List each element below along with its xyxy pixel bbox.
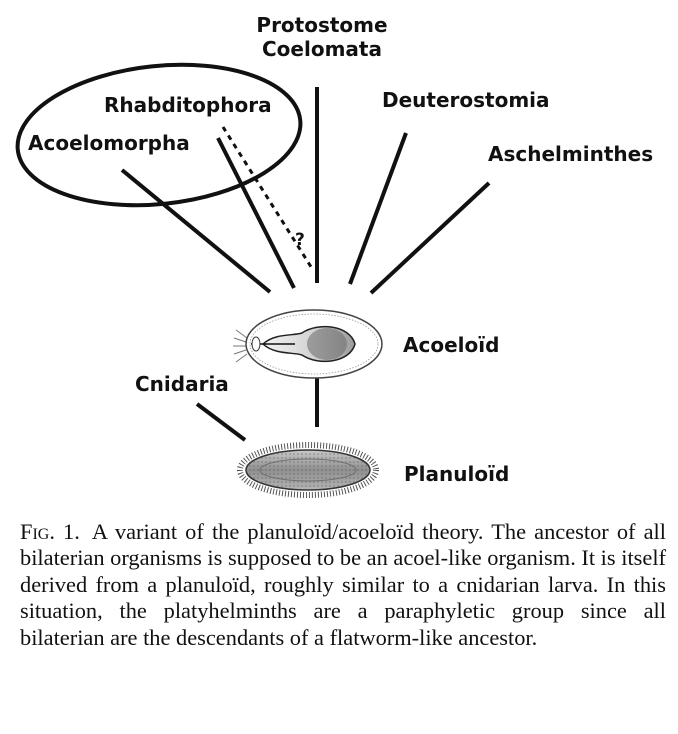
label-coelomata: Coelomata (262, 37, 382, 61)
label-acoelomorpha: Acoelomorpha (28, 131, 190, 155)
branch-acoelomorpha (120, 168, 272, 294)
branch-rhabditophora (216, 137, 296, 289)
phylogeny-figure: Protostome Coelomata Rhabditophora Acoel… (15, 13, 653, 498)
branch-aschelminthes (369, 181, 491, 295)
question-mark: ? (295, 230, 305, 250)
label-acoeloid: Acoeloïd (403, 333, 499, 357)
label-aschelminthes: Aschelminthes (488, 142, 653, 166)
label-rhabditophora: Rhabditophora (104, 93, 272, 117)
label-protostome: Protostome (256, 13, 387, 37)
caption-text: A variant of the planuloïd/acoeloïd theo… (20, 519, 666, 650)
label-cnidaria: Cnidaria (135, 372, 229, 396)
figure-caption: Fig. 1.A variant of the planuloïd/acoelo… (20, 519, 666, 651)
acoeloid-organism-illustration (233, 309, 383, 379)
caption-figure-label: Fig. 1. (20, 519, 80, 544)
platyhelminth-group-ellipse (15, 62, 303, 208)
branch-cnidaria (195, 402, 247, 442)
label-planuloid: Planuloïd (404, 462, 509, 486)
label-deuterostomia: Deuterostomia (382, 88, 550, 112)
branch-deuterostomia (348, 132, 408, 285)
branch-dashed-rhabditophora (221, 126, 315, 271)
planuloid-organism-illustration (237, 442, 379, 498)
